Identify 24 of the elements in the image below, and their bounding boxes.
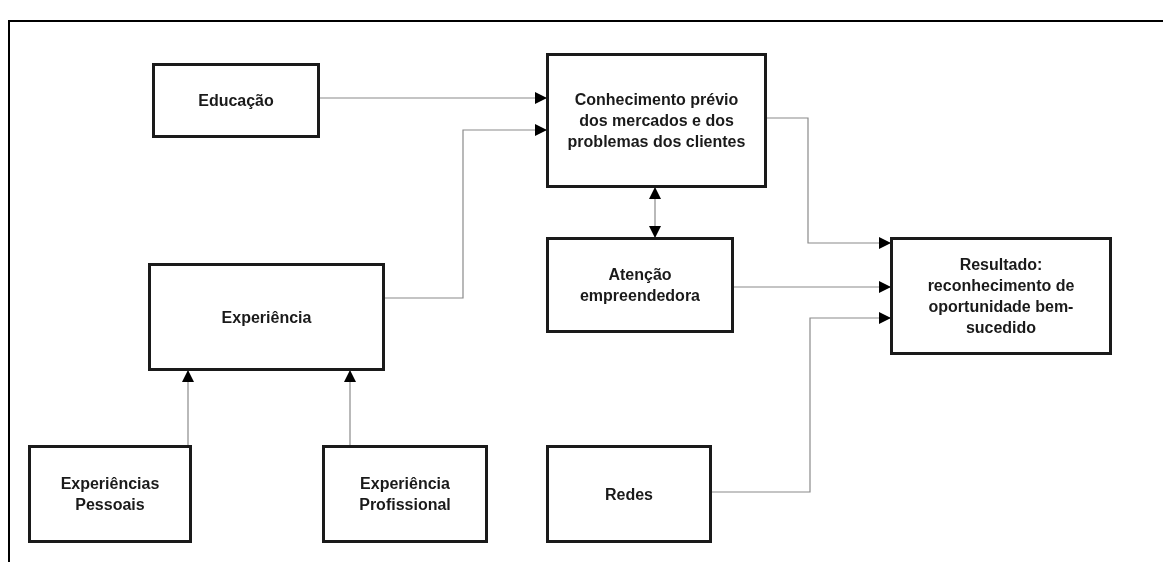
box-text: Resultado: reconhecimento de oportunidade bem-sucedido <box>926 255 1076 338</box>
box-text: Experiências Pessoais <box>59 474 161 515</box>
arrow <box>711 312 891 493</box>
process-box <box>546 445 712 543</box>
box-text: Educação <box>198 91 274 111</box>
process-box <box>546 53 767 188</box>
process-box <box>546 237 734 333</box>
box-text: Experiência Profissional <box>358 474 452 515</box>
arrow <box>649 187 661 238</box>
process-box <box>28 445 192 543</box>
arrow <box>766 117 891 249</box>
process-box <box>152 63 320 138</box>
process-box <box>890 237 1112 355</box>
process-box <box>322 445 488 543</box>
box-text: Conhecimento prévio dos mercados e dos problemas dos clientes <box>566 90 747 152</box>
process-box <box>148 263 385 371</box>
arrow <box>384 124 547 299</box>
arrow <box>344 370 356 446</box>
arrow <box>182 370 194 446</box>
arrow <box>733 281 891 293</box>
box-text: Atenção empreendedora <box>578 265 701 306</box>
box-text: Redes <box>605 484 653 505</box>
arrow <box>319 92 547 104</box>
box-text: Experiência <box>221 307 312 328</box>
